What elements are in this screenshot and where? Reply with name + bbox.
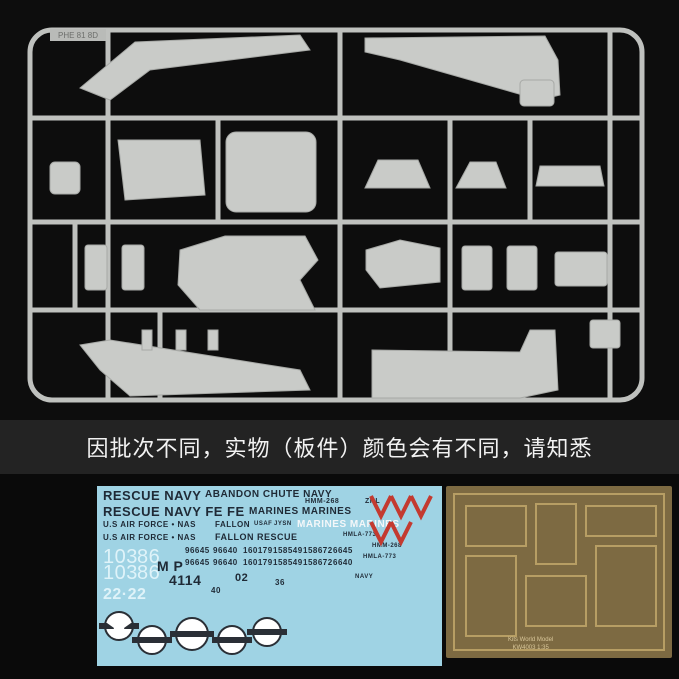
small-housing-part bbox=[519, 79, 555, 107]
notice-text: 因批次不同，实物（板件）颜色会有不同，请知悉 bbox=[86, 437, 593, 462]
seat-back-part bbox=[364, 159, 431, 189]
decal-rescue-navy-2: RESCUE NAVY FE FE bbox=[103, 504, 245, 519]
engine-cover-part bbox=[365, 239, 441, 289]
photo-etch-caption: Kits World Model KW4003 1:35 bbox=[508, 636, 553, 652]
decal-num-f: 6645 bbox=[333, 546, 353, 555]
decal-usaf-nas-2: U.S AIR FORCE • NAS bbox=[103, 533, 196, 542]
sprue-frame: PHE 81 8D bbox=[27, 27, 645, 403]
decal-mp: M P bbox=[157, 558, 184, 574]
decal-103b: 103 bbox=[103, 562, 138, 584]
knob-part bbox=[49, 161, 81, 195]
decal-22-22: 22·22 bbox=[103, 586, 147, 603]
decal-rescue-navy: RESCUE NAVY bbox=[103, 488, 202, 503]
decal-hmm-b: HMM-268 bbox=[372, 543, 402, 549]
decal-hmla: HMLA-773 bbox=[343, 532, 377, 538]
decal-num-e: 158672 bbox=[303, 546, 333, 555]
decal-usaf: USAF bbox=[254, 521, 273, 527]
decal-hmm-a: HMM-268 bbox=[305, 498, 340, 505]
floor-plate-part bbox=[117, 139, 206, 201]
decal-num-h: 96640 bbox=[213, 558, 238, 567]
photo-etch-pattern bbox=[453, 493, 665, 651]
decal-86b: 86 bbox=[137, 562, 161, 584]
red-chevron-stripes bbox=[369, 495, 433, 547]
star-insignia-row bbox=[99, 611, 287, 655]
decal-36: 36 bbox=[275, 578, 285, 587]
decal-num-j: 158549 bbox=[273, 558, 303, 567]
decal-sheet: RESCUE NAVY ABANDON CHUTE NAVY RESCUE NA… bbox=[97, 486, 442, 666]
tail-boom-lower-part bbox=[79, 339, 311, 397]
arch-part bbox=[455, 161, 507, 189]
bracket-part bbox=[535, 165, 605, 187]
decal-02: 02 bbox=[235, 572, 249, 584]
decal-abandon-chute: ABANDON CHUTE NAVY bbox=[205, 489, 333, 500]
decal-navy-small: NAVY bbox=[355, 574, 374, 580]
photo-etch-fret bbox=[446, 486, 672, 658]
decal-marines-white: MARINES MARINES bbox=[297, 519, 400, 530]
decal-4114: 4114 bbox=[169, 572, 202, 588]
pe-caption-line2: KW4003 1:35 bbox=[512, 645, 549, 651]
decal-num-b: 96640 bbox=[213, 546, 238, 555]
decal-fallon: FALLON bbox=[215, 520, 250, 529]
tail-boom-part bbox=[79, 34, 311, 101]
decal-num-c: 160179 bbox=[243, 546, 273, 555]
decal-40: 40 bbox=[211, 586, 221, 595]
decal-103a: 103 bbox=[103, 546, 138, 568]
floor-large-part bbox=[177, 235, 319, 311]
decal-usaf-nas: U.S AIR FORCE • NAS bbox=[103, 520, 196, 529]
decal-num-d: 158549 bbox=[273, 546, 303, 555]
decal-num-k: 158672 bbox=[303, 558, 333, 567]
decal-fallon-rescue: FALLON RESCUE bbox=[215, 532, 298, 542]
decal-86a: 86 bbox=[137, 546, 161, 568]
decal-num-l: 6640 bbox=[333, 558, 353, 567]
decal-jysn: JYSN bbox=[274, 521, 292, 527]
decal-num-i: 160179 bbox=[243, 558, 273, 567]
decal-marines: MARINES MARINES bbox=[249, 506, 352, 517]
fuselage-lower-part bbox=[371, 329, 559, 399]
pe-caption-line1: Kits World Model bbox=[508, 637, 554, 643]
cabin-panel-part bbox=[225, 131, 317, 213]
decal-num-a: 96645 bbox=[185, 546, 210, 555]
notice-banner: 因批次不同，实物（板件）颜色会有不同，请知悉 bbox=[0, 420, 679, 474]
decal-hmla-2: HMLA-773 bbox=[363, 554, 397, 560]
sprue-tag: PHE 81 8D bbox=[58, 31, 98, 40]
sprue-outer-frame bbox=[27, 27, 645, 403]
sprue-photo: PHE 81 8D bbox=[0, 0, 679, 420]
decal-num-g: 96645 bbox=[185, 558, 210, 567]
